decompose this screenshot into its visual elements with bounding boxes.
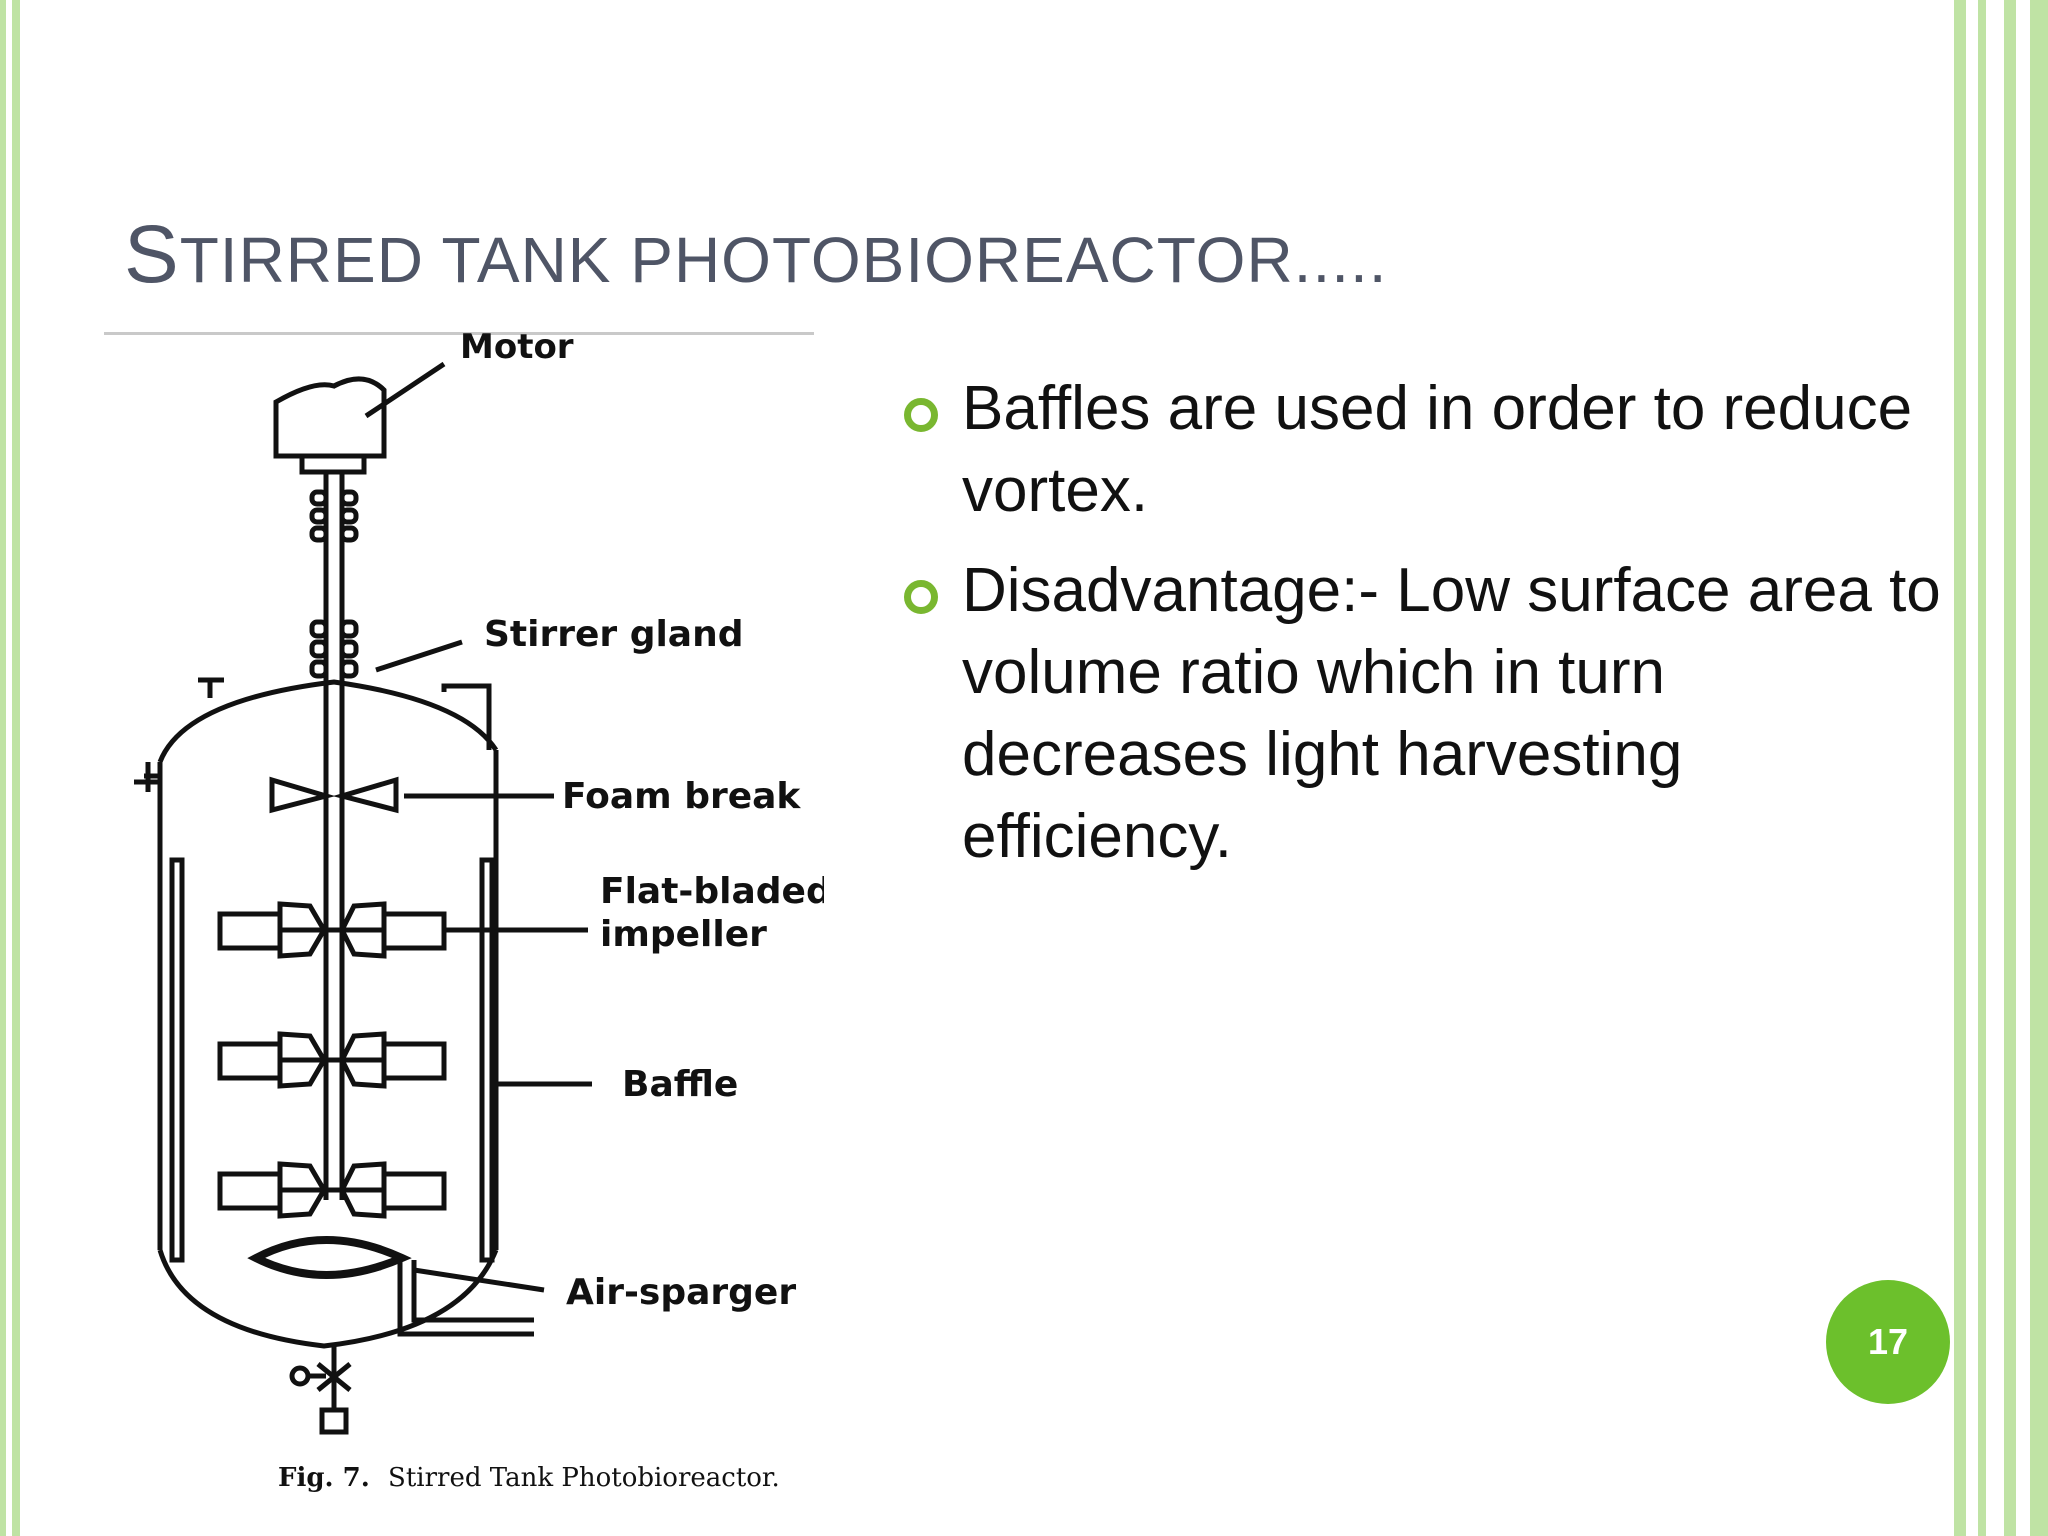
stirrer-gland bbox=[309, 619, 359, 679]
slide-title-initial: S bbox=[124, 209, 180, 300]
baffle-left bbox=[169, 857, 185, 1263]
right-border-stripe-2 bbox=[1978, 0, 1986, 1536]
impeller-2 bbox=[217, 1031, 447, 1089]
slide-title-rest: TIRRED TANK PHOTOBIOREACTOR..... bbox=[179, 224, 1388, 296]
figure-caption-prefix: Fig. 7. bbox=[278, 1463, 370, 1493]
title-underline bbox=[104, 332, 814, 335]
stirred-tank-diagram: Motor Stirrer gland Foam break Flat-blad… bbox=[134, 330, 824, 1493]
label-stirrer-gland: Stirrer gland bbox=[484, 614, 744, 655]
left-border-stripe bbox=[0, 0, 6, 1536]
label-baffle: Baffle bbox=[622, 1064, 738, 1105]
label-impeller-line2: impeller bbox=[600, 914, 767, 955]
label-air-sparger: Air-sparger bbox=[566, 1272, 796, 1313]
sparger-pipe bbox=[397, 1260, 534, 1337]
drain-valve bbox=[289, 1346, 352, 1435]
bullet-item-disadvantage: Disadvantage:- Low surface area to volum… bbox=[900, 550, 1960, 878]
bullet-text: Baffles are used in order to reduce vort… bbox=[962, 374, 1913, 525]
bullet-list: Baffles are used in order to reduce vort… bbox=[900, 368, 1960, 896]
right-border-stripe-1 bbox=[1954, 0, 1966, 1536]
slide-title: STIRRED TANK PHOTOBIOREACTOR..... bbox=[124, 214, 1388, 296]
top-left-nozzle bbox=[198, 677, 224, 698]
side-nozzle bbox=[134, 762, 160, 792]
bullet-text: Disadvantage:- Low surface area to volum… bbox=[962, 556, 1941, 871]
tank-top bbox=[157, 679, 499, 763]
impeller-1 bbox=[217, 901, 447, 959]
tank-bottom bbox=[157, 1249, 499, 1349]
label-foam-breaker: Foam break bbox=[562, 776, 801, 817]
figure-caption-text: Stirred Tank Photobioreactor. bbox=[388, 1463, 780, 1493]
top-right-nozzle bbox=[441, 683, 492, 750]
baffle-right bbox=[479, 857, 495, 1263]
page-number-badge: 17 bbox=[1826, 1280, 1950, 1404]
label-motor: Motor bbox=[460, 330, 574, 367]
figure-caption: Fig. 7. Stirred Tank Photobioreactor. bbox=[278, 1463, 780, 1493]
motor-leader bbox=[364, 361, 446, 419]
motor-base bbox=[299, 453, 367, 475]
air-sparger-ring bbox=[247, 1236, 412, 1279]
right-border-stripe-3 bbox=[2004, 0, 2016, 1536]
bullet-ring-icon bbox=[904, 580, 938, 614]
label-impeller-line1: Flat-bladed bbox=[600, 871, 824, 912]
left-border-stripe-2 bbox=[12, 0, 20, 1536]
impeller-3 bbox=[217, 1161, 447, 1219]
gland-leader bbox=[375, 639, 463, 673]
upper-coupling bbox=[309, 489, 359, 543]
foam-breaker bbox=[269, 776, 399, 814]
bullet-ring-icon bbox=[904, 398, 938, 432]
motor-housing bbox=[273, 376, 387, 459]
right-border-stripe-4 bbox=[2030, 0, 2048, 1536]
sparger-leader bbox=[413, 1267, 545, 1293]
bullet-item-baffles: Baffles are used in order to reduce vort… bbox=[900, 368, 1960, 532]
